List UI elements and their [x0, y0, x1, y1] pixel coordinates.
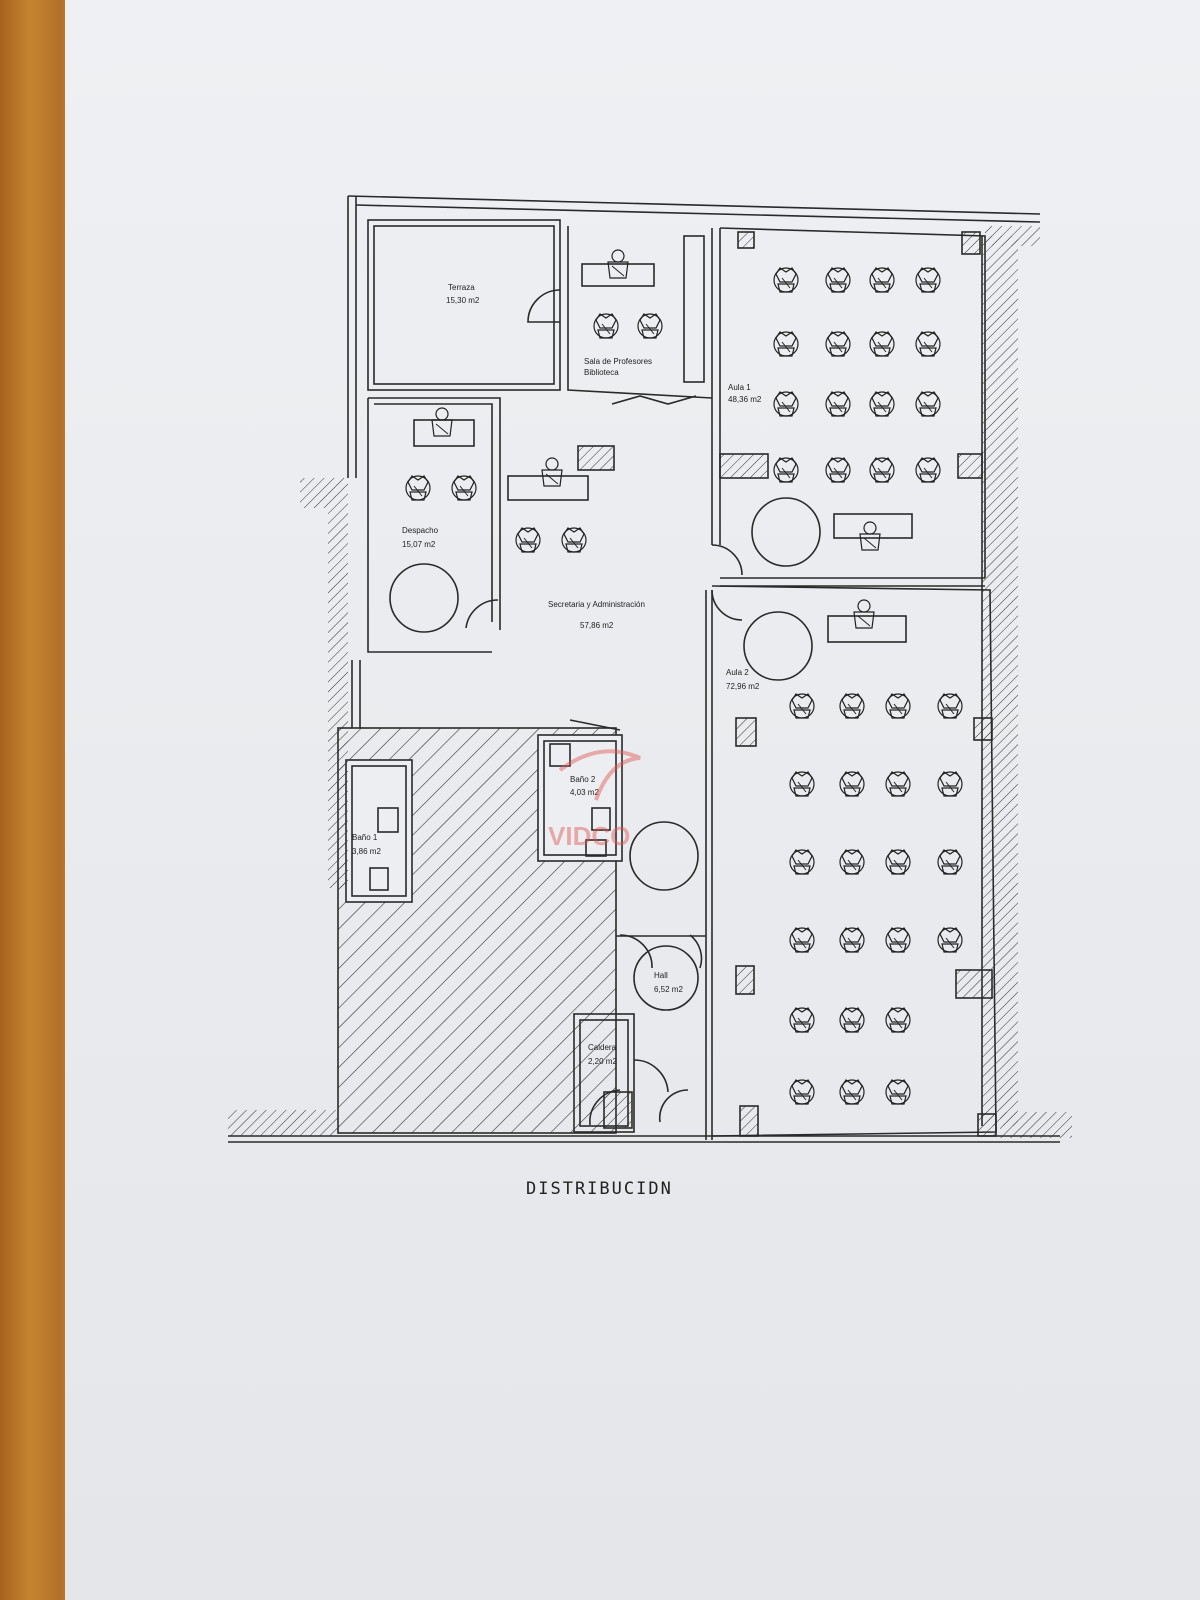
chair-icon: [839, 849, 865, 875]
room-caldera-name: Caldera: [588, 1043, 617, 1052]
chair-icon: [451, 475, 477, 501]
chair-icon: [825, 391, 851, 417]
room-bano1-area: 3,86 m2: [352, 847, 381, 856]
chair-icon: [937, 849, 963, 875]
person-icon: [431, 407, 453, 437]
chair-icon: [839, 1079, 865, 1105]
chair-icon: [869, 391, 895, 417]
drawing-title: DISTRIBUCIDN: [526, 1179, 673, 1199]
chair-icon: [869, 457, 895, 483]
watermark-logo: VIDCO: [548, 749, 641, 851]
chair-icon: [825, 331, 851, 357]
chair-icon: [915, 267, 941, 293]
chair-icon: [885, 693, 911, 719]
room-hall-area: 6,52 m2: [654, 985, 683, 994]
chair-icon: [405, 475, 431, 501]
room-bano2-name: Baño 2: [570, 775, 596, 784]
room-terraza-area: 15,30 m2: [446, 296, 480, 305]
chair-icon: [593, 313, 619, 339]
room-hall-name: Hall: [654, 971, 668, 980]
chair-icon: [839, 927, 865, 953]
room-labels: Terraza 15,30 m2 Sala de Profesores Bibl…: [352, 283, 762, 1066]
chair-icon: [773, 331, 799, 357]
chair-icon: [789, 1079, 815, 1105]
chair-icon: [789, 693, 815, 719]
chair-icon: [885, 1079, 911, 1105]
chair-icon: [869, 267, 895, 293]
chair-icon: [915, 391, 941, 417]
room-aula1-name: Aula 1: [728, 383, 751, 392]
room-bano1-name: Baño 1: [352, 833, 378, 842]
chair-icon: [937, 927, 963, 953]
chair-icon: [789, 849, 815, 875]
watermark-text: VIDCO: [548, 821, 630, 851]
room-despacho-name: Despacho: [402, 526, 439, 535]
chair-icon: [825, 457, 851, 483]
room-caldera-area: 2,20 m2: [588, 1057, 617, 1066]
chair-icon: [773, 457, 799, 483]
chair-icon: [885, 927, 911, 953]
chair-icon: [885, 771, 911, 797]
chair-icon: [825, 267, 851, 293]
room-bano2-area: 4,03 m2: [570, 788, 599, 797]
chair-icon: [839, 771, 865, 797]
room-aula2-name: Aula 2: [726, 668, 749, 677]
chair-icon: [561, 527, 587, 553]
chair-icon: [789, 927, 815, 953]
chair-icon: [937, 693, 963, 719]
person-icon: [853, 599, 875, 629]
room-sala-name2: Biblioteca: [584, 368, 619, 377]
chair-icon: [885, 849, 911, 875]
person-icon: [541, 457, 563, 487]
chair-icon: [773, 267, 799, 293]
chair-icon: [839, 693, 865, 719]
room-aula1-area: 48,36 m2: [728, 395, 762, 404]
room-sala-name: Sala de Profesores: [584, 357, 652, 366]
chair-icon: [773, 391, 799, 417]
room-aula2-area: 72,96 m2: [726, 682, 760, 691]
chair-icon: [885, 1007, 911, 1033]
chair-icon: [789, 1007, 815, 1033]
person-icon: [859, 521, 881, 551]
chair-icon: [637, 313, 663, 339]
room-terraza-name: Terraza: [448, 283, 475, 292]
room-despacho-area: 15,07 m2: [402, 540, 436, 549]
chair-icon: [937, 771, 963, 797]
chair-icon: [869, 331, 895, 357]
chair-icon: [789, 771, 815, 797]
chair-icon: [839, 1007, 865, 1033]
chair-icon: [915, 331, 941, 357]
room-secretaria-name: Secretaria y Administración: [548, 600, 645, 609]
wall-hatching: [228, 226, 1072, 1138]
chair-icon: [915, 457, 941, 483]
chair-icon: [515, 527, 541, 553]
room-secretaria-area: 57,86 m2: [580, 621, 614, 630]
